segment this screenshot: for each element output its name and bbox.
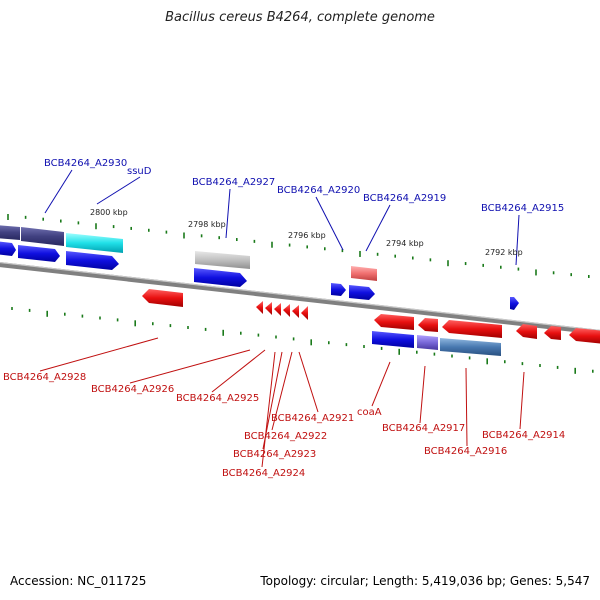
gene-arrow[interactable] [194, 268, 247, 287]
gene-arrow[interactable] [18, 245, 60, 262]
gene-arrow[interactable] [301, 306, 308, 320]
leader-line [225, 188, 231, 239]
leader-line [129, 349, 251, 384]
gene-label[interactable]: BCB4264_A2927 [192, 177, 275, 188]
gene-label[interactable]: ssuD [127, 166, 152, 177]
gene-arrow[interactable] [265, 302, 272, 315]
gene-arrow[interactable] [142, 289, 183, 307]
gene-label[interactable]: BCB4264_A2920 [277, 185, 360, 196]
gene-arrow[interactable] [440, 338, 501, 356]
leader-line [365, 204, 391, 252]
gene-arrow[interactable] [417, 335, 438, 350]
gene-arrow[interactable] [372, 331, 414, 348]
gene-label[interactable]: BCB4264_A2917 [382, 423, 465, 434]
leader-line [96, 176, 141, 205]
leader-line [298, 351, 319, 413]
gene-arrow[interactable] [442, 320, 502, 338]
label-leader-lines [39, 169, 525, 468]
gene-arrow[interactable] [569, 328, 600, 344]
scale-ticks [7, 214, 594, 374]
reverse-strand-genes [142, 289, 600, 356]
leader-line [271, 351, 293, 431]
gene-label[interactable]: BCB4264_A2925 [176, 393, 259, 404]
gene-label[interactable]: BCB4264_A2924 [222, 468, 305, 479]
gene-label[interactable]: BCB4264_A2922 [244, 431, 327, 442]
gene-arrow[interactable] [351, 266, 377, 281]
gene-label[interactable]: BCB4264_A2921 [271, 413, 354, 424]
accession-text: Accession: NC_011725 [10, 574, 147, 588]
scale-label: 2798 kbp [188, 220, 226, 229]
gene-label[interactable]: BCB4264_A2916 [424, 446, 507, 457]
topology-text: Topology: circular; Length: 5,419,036 bp… [260, 574, 590, 588]
leader-line [515, 214, 520, 266]
gene-label[interactable]: BCB4264_A2914 [482, 430, 565, 441]
gene-label[interactable]: BCB4264_A2923 [233, 449, 316, 460]
genome-backbone [0, 262, 600, 335]
leader-line [419, 365, 426, 424]
gene-arrow[interactable] [418, 318, 438, 332]
gene-arrow[interactable] [274, 303, 281, 316]
leader-line [261, 351, 276, 468]
forward-strand-genes [0, 225, 519, 310]
gene-label[interactable]: BCB4264_A2915 [481, 203, 564, 214]
gene-label[interactable]: coaA [357, 407, 382, 418]
gene-arrow[interactable] [195, 251, 250, 269]
map-title: Bacillus cereus B4264, complete genome [165, 10, 435, 25]
gene-arrow[interactable] [0, 225, 20, 240]
gene-label[interactable]: BCB4264_A2926 [91, 384, 174, 395]
gene-arrow[interactable] [256, 301, 263, 314]
scale-label: 2800 kbp [90, 208, 128, 217]
scale-label: 2792 kbp [485, 248, 523, 257]
gene-arrow[interactable] [516, 324, 537, 339]
gene-label[interactable]: BCB4264_A2928 [3, 372, 86, 383]
gene-arrow[interactable] [66, 251, 119, 270]
gene-arrow[interactable] [21, 227, 64, 246]
gene-arrow[interactable] [331, 283, 346, 296]
gene-arrow[interactable] [0, 241, 16, 256]
gene-arrow[interactable] [292, 305, 299, 318]
gene-arrow[interactable] [510, 297, 519, 310]
leader-line [211, 349, 266, 393]
scale-label: 2796 kbp [288, 231, 326, 240]
gene-label[interactable]: BCB4264_A2919 [363, 193, 446, 204]
gene-arrow[interactable] [374, 314, 414, 330]
leader-line [39, 337, 159, 372]
leader-line [44, 169, 73, 214]
gene-arrow[interactable] [66, 233, 123, 253]
gene-label[interactable]: BCB4264_A2930 [44, 158, 127, 169]
leader-line [371, 361, 391, 407]
leader-line [465, 367, 468, 447]
gene-arrow[interactable] [349, 285, 375, 300]
gene-arrow[interactable] [283, 304, 290, 317]
leader-line [315, 196, 344, 251]
scale-label: 2794 kbp [386, 239, 424, 248]
leader-line [519, 371, 525, 430]
gene-arrow[interactable] [544, 326, 561, 340]
